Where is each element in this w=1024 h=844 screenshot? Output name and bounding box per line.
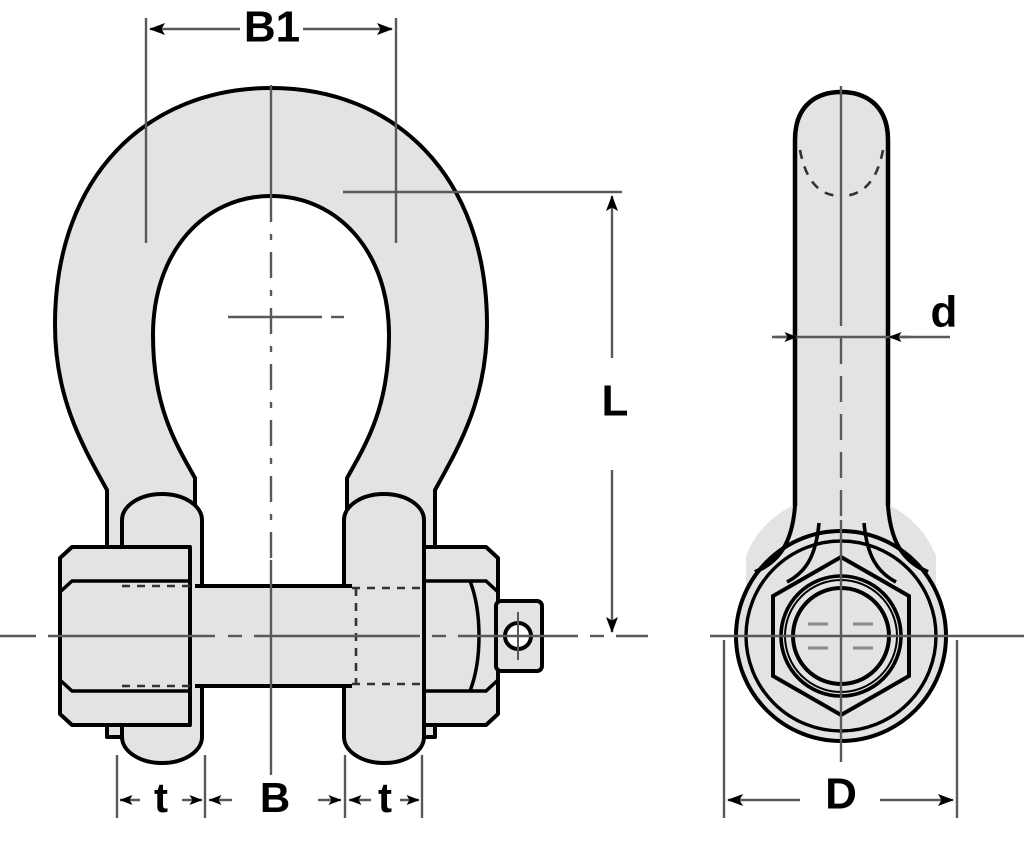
- left-hex-chamfer-bottom: [58, 678, 190, 693]
- left-hex-chamfer-top: [58, 579, 190, 594]
- dimension-label-L: L: [602, 377, 629, 426]
- shank-right-fillet: [886, 505, 929, 574]
- shank-dome-hidden-arcs: [798, 149, 885, 198]
- dimension-D: D: [722, 640, 959, 819]
- dimension-L: L: [343, 190, 629, 633]
- right-shackle-eye-lug: [342, 492, 426, 765]
- boss-inner-fillet-left: [786, 522, 821, 584]
- right-hex-chamfer-bottom: [424, 678, 500, 693]
- right-eye-lug-body: [342, 492, 426, 765]
- front-view-centerlines: [0, 85, 648, 775]
- dimension-label-D: D: [825, 770, 857, 819]
- shank-left-fillet: [754, 505, 797, 574]
- dome-hidden-arc-right: [840, 149, 885, 198]
- dome-hidden-arc-left: [798, 149, 842, 198]
- dimension-label-t-left: t: [154, 774, 168, 821]
- dimension-label-B: B: [260, 774, 290, 821]
- boss-inner-fillet-right: [862, 522, 897, 584]
- front-view: B1 L t B: [0, 3, 648, 821]
- dimension-t-left: t: [119, 774, 203, 821]
- dimension-label-d: d: [931, 288, 958, 337]
- right-hex-chamfer-top: [424, 579, 500, 594]
- pin-thread-hidden-marks: [808, 622, 873, 650]
- dimension-B: B: [208, 774, 342, 821]
- side-view-centerlines: [710, 86, 1024, 762]
- dimension-B1: B1: [144, 3, 398, 243]
- dimension-group-bottom: t B t: [115, 755, 424, 821]
- dimension-t-right: t: [348, 774, 420, 821]
- dimension-label-B1: B1: [244, 3, 300, 52]
- side-view: d D: [710, 86, 1024, 819]
- dimension-label-t-right: t: [378, 774, 392, 821]
- dimension-d: d: [772, 288, 958, 342]
